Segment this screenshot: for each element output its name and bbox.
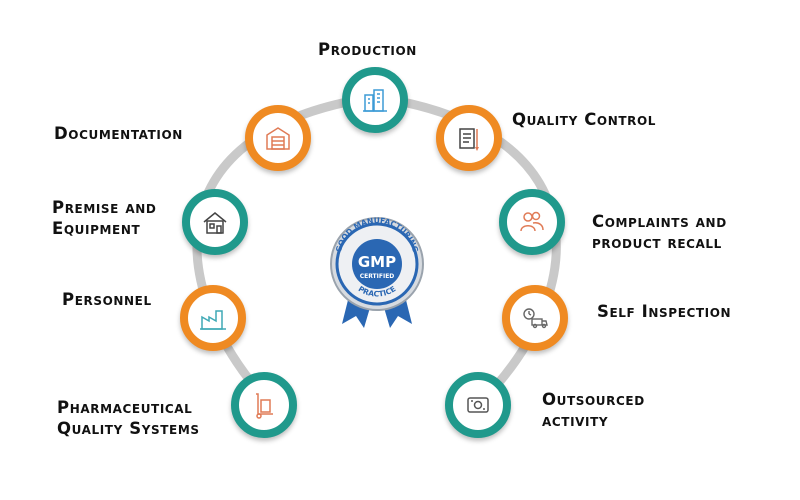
warehouse-icon	[266, 127, 290, 150]
hand-truck-icon	[256, 393, 273, 419]
factory-icon	[200, 310, 226, 330]
label-premise: Premise and Equipment	[52, 198, 157, 238]
node-self-inspection	[502, 285, 568, 351]
node-premise	[182, 189, 248, 255]
seal-sub-text: CERTIFIED	[360, 273, 395, 280]
node-production	[342, 67, 408, 133]
label-self-inspection: Self Inspection	[597, 302, 732, 321]
seal-bottom-text: PRACTICE	[357, 284, 398, 298]
users-icon	[520, 211, 544, 232]
node-documentation	[245, 105, 311, 171]
clipboard-checklist-icon	[459, 128, 479, 151]
node-quality-control	[436, 105, 502, 171]
money-icon	[467, 397, 489, 413]
node-complaints	[499, 189, 565, 255]
buildings-icon	[363, 89, 387, 112]
label-complaints: Complaints and product recall	[592, 212, 727, 252]
node-personnel	[180, 285, 246, 351]
label-production: Production	[318, 40, 417, 59]
gmp-certified-seal: GOOD MANUFACTURING GMP CERTIFIED PRACTIC…	[330, 216, 424, 328]
svg-text:PRACTICE: PRACTICE	[357, 284, 398, 298]
label-pharma: Pharmaceutical Quality Systems	[57, 398, 200, 438]
clock-truck-icon	[523, 308, 548, 329]
label-outsourced: Outsourced activity	[542, 390, 645, 430]
label-quality-control: Quality Control	[512, 110, 657, 129]
label-documentation: Documentation	[54, 124, 183, 143]
label-personnel: Personnel	[62, 290, 152, 309]
seal-main-text: GMP	[358, 253, 396, 271]
node-outsourced	[445, 372, 511, 438]
house-icon	[203, 212, 227, 234]
node-pharma	[231, 372, 297, 438]
